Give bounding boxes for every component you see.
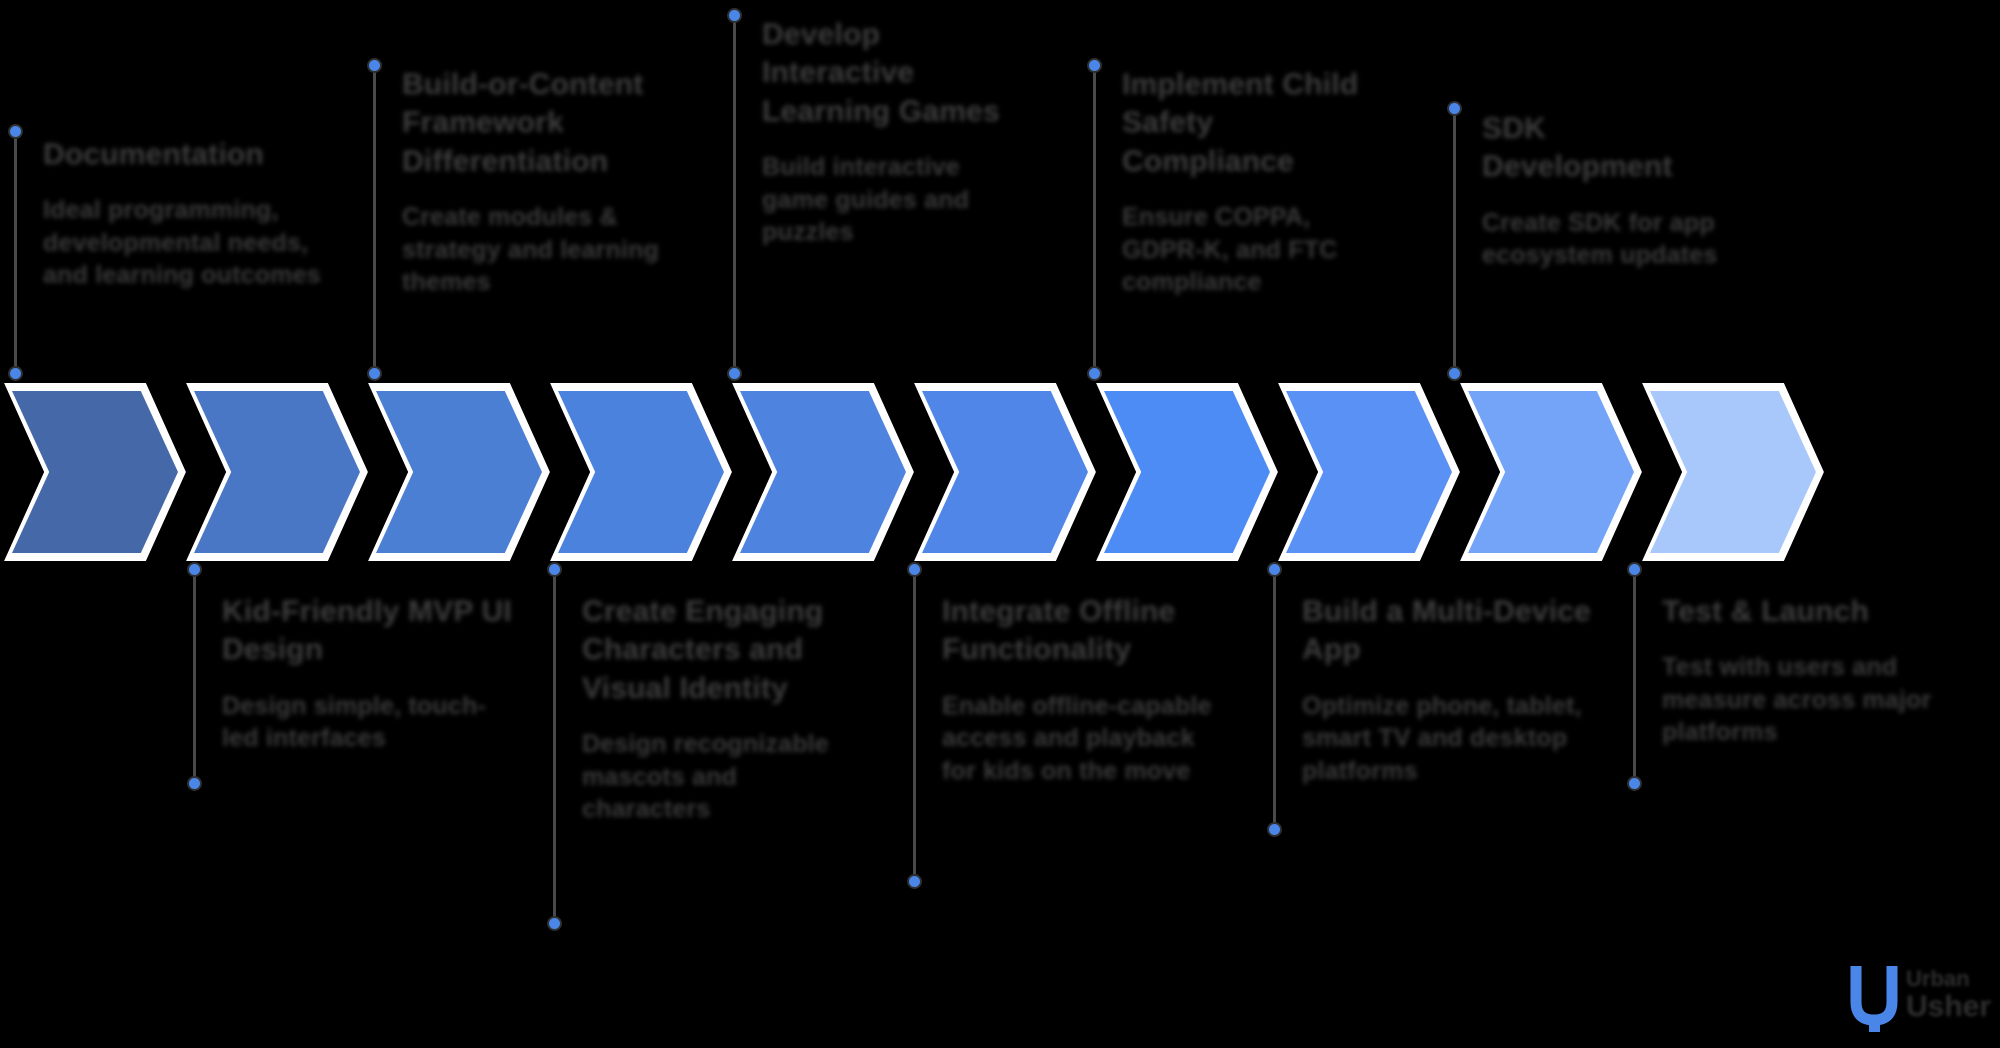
callout-body: Create modules & strategy and learning t…: [402, 203, 660, 297]
connector-dot-bottom[interactable]: [187, 776, 202, 791]
connector-line: [1453, 105, 1456, 378]
logo-bottom-word: Usher: [1906, 990, 1992, 1023]
callout-body: Test with users and measure across major…: [1662, 653, 1932, 747]
callout-title: Implement Child Safety Compliance: [1122, 68, 1359, 178]
callout-step-3: Build-or-Content Framework Differentiati…: [402, 66, 702, 299]
callout-body: Build interactive game guides and puzzle…: [762, 153, 970, 247]
callout-body: Ideal programming, developmental needs, …: [43, 196, 321, 290]
callout-step-1: Documentation Ideal programming, develop…: [43, 136, 343, 292]
connector-line: [373, 62, 376, 378]
connector-dot-top[interactable]: [547, 562, 562, 577]
callout-title: Test & Launch: [1662, 595, 1870, 628]
callout-step-7: Implement Child Safety Compliance Ensure…: [1122, 66, 1372, 299]
connector-dot-top[interactable]: [1627, 562, 1642, 577]
chevron-step-1[interactable]: [4, 383, 186, 561]
chevron-step-2[interactable]: [186, 383, 368, 561]
connector-line: [14, 128, 17, 378]
connector-dot-bottom[interactable]: [907, 874, 922, 889]
connector-line: [1093, 62, 1096, 378]
callout-title: Kid-Friendly MVP UI Design: [222, 595, 512, 667]
connector-dot-bottom[interactable]: [1627, 776, 1642, 791]
callout-body: Create SDK for app ecosystem updates: [1482, 208, 1718, 270]
connector-dot-top[interactable]: [1447, 101, 1462, 116]
connector-dot-bottom[interactable]: [1087, 366, 1102, 381]
connector-dot-bottom[interactable]: [8, 366, 23, 381]
callout-step-6: Integrate Offline Functionality Enable o…: [942, 593, 1222, 787]
connector-dot-top[interactable]: [367, 58, 382, 73]
callout-body: Design simple, touch-led interfaces: [222, 691, 486, 753]
chevron-step-10[interactable]: [1642, 383, 1824, 561]
brand-logo[interactable]: Urban Usher: [1848, 962, 1992, 1040]
callout-title: Build-or-Content Framework Differentiati…: [402, 68, 644, 178]
connector-line: [553, 566, 556, 928]
chevron-step-9[interactable]: [1460, 383, 1642, 561]
callout-step-2: Kid-Friendly MVP UI Design Design simple…: [222, 593, 512, 755]
connector-dot-bottom[interactable]: [547, 916, 562, 931]
connector-dot-top[interactable]: [8, 124, 23, 139]
connector-dot-bottom[interactable]: [1447, 366, 1462, 381]
callout-title: Create Engaging Characters and Visual Id…: [582, 595, 824, 705]
callout-body: Ensure COPPA, GDPR-K, and FTC compliance: [1122, 203, 1338, 297]
callout-title: Build a Multi-Device App: [1302, 595, 1592, 667]
connector-line: [1633, 566, 1636, 788]
connector-dot-top[interactable]: [1267, 562, 1282, 577]
connector-dot-top[interactable]: [907, 562, 922, 577]
callout-step-4: Create Engaging Characters and Visual Id…: [582, 593, 872, 826]
chevron-step-7[interactable]: [1096, 383, 1278, 561]
callout-title: SDK Development: [1482, 112, 1673, 184]
connector-dot-bottom[interactable]: [367, 366, 382, 381]
callout-step-9: SDK Development Create SDK for app ecosy…: [1482, 110, 1742, 272]
connector-line: [913, 566, 916, 886]
callout-step-10: Test & Launch Test with users and measur…: [1662, 593, 1952, 749]
connector-dot-top[interactable]: [187, 562, 202, 577]
connector-dot-bottom[interactable]: [1267, 822, 1282, 837]
connector-dot-top[interactable]: [1087, 58, 1102, 73]
chevron-step-6[interactable]: [914, 383, 1096, 561]
callout-step-5: Develop Interactive Learning Games Build…: [762, 16, 1012, 249]
chevron-step-8[interactable]: [1278, 383, 1460, 561]
callout-title: Documentation: [43, 138, 264, 171]
chevron-step-4[interactable]: [550, 383, 732, 561]
connector-dot-bottom[interactable]: [727, 366, 742, 381]
connector-dot-top[interactable]: [727, 8, 742, 23]
callout-body: Enable offline-capable access and playba…: [942, 691, 1212, 785]
connector-line: [733, 12, 736, 378]
callout-body: Design recognizable mascots and characte…: [582, 730, 829, 824]
chevron-step-5[interactable]: [732, 383, 914, 561]
logo-top-word: Urban: [1906, 966, 1970, 991]
callout-title: Integrate Offline Functionality: [942, 595, 1176, 667]
connector-line: [1273, 566, 1276, 834]
connector-line: [193, 566, 196, 788]
callout-body: Optimize phone, tablet, smart TV and des…: [1302, 691, 1582, 785]
chevron-process-band: [0, 383, 2000, 561]
chevron-step-3[interactable]: [368, 383, 550, 561]
callout-step-8: Build a Multi-Device App Optimize phone,…: [1302, 593, 1592, 787]
callout-title: Develop Interactive Learning Games: [762, 18, 1000, 128]
logo-u-mark-icon: [1850, 966, 1898, 1032]
